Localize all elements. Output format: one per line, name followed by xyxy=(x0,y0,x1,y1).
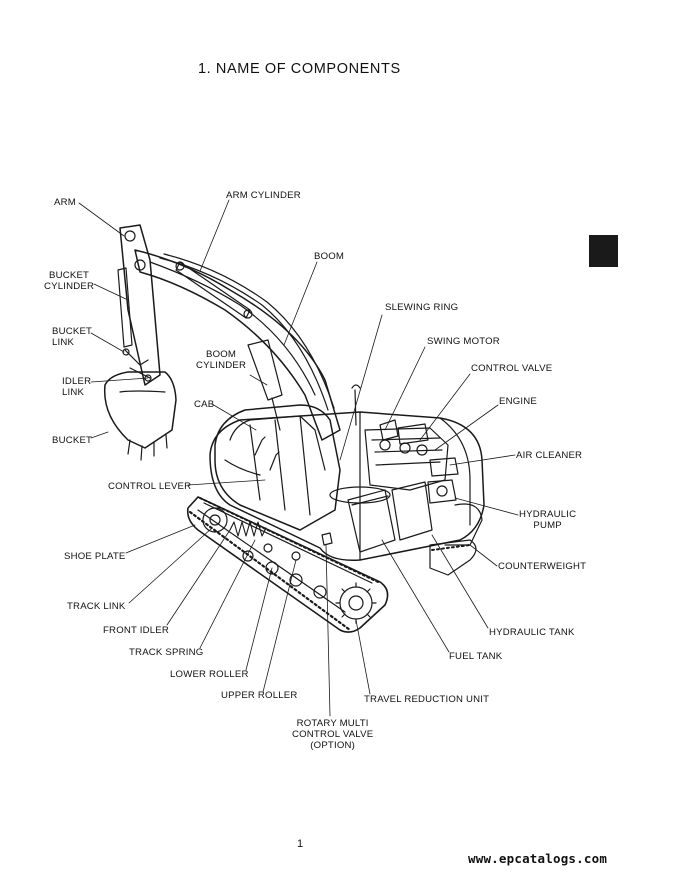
bucket-link-bar xyxy=(122,348,149,366)
boom-structure xyxy=(134,249,341,441)
boom-hydraulic-lines xyxy=(159,253,335,411)
leader-lines xyxy=(78,199,519,717)
label-boom-cylinder: BOOM CYLINDER xyxy=(196,349,246,371)
sprocket-wheel xyxy=(335,582,377,624)
label-track-link: TRACK LINK xyxy=(67,601,126,612)
label-boom-cylinder-line2: CYLINDER xyxy=(196,360,247,371)
crawler-track xyxy=(186,496,477,633)
page-number: 1 xyxy=(297,838,304,850)
label-bucket-link: BUCKET LINK xyxy=(52,326,92,348)
label-control-lever: CONTROL LEVER xyxy=(108,481,192,492)
label-air-cleaner: AIR CLEANER xyxy=(516,450,583,461)
bucket-cylinder-ram xyxy=(117,267,133,348)
label-lower-roller: LOWER ROLLER xyxy=(170,669,249,680)
bucket-shape xyxy=(103,371,177,461)
label-hydraulic-pump: HYDRAULIC PUMP xyxy=(519,509,576,531)
control-lever-assy xyxy=(254,436,280,471)
label-boom: BOOM xyxy=(314,251,345,262)
cab-frame xyxy=(214,404,341,531)
label-hydraulic-pump-line2: PUMP xyxy=(533,520,562,531)
label-arm: ARM xyxy=(54,197,76,208)
rotary-multi-valve xyxy=(321,532,333,546)
label-rotary-line3: (OPTION) xyxy=(310,740,356,751)
air-cleaner-unit xyxy=(429,457,459,477)
label-travel-reduction-unit: TRAVEL REDUCTION UNIT xyxy=(364,694,490,705)
arm-cylinder-ram xyxy=(175,261,253,319)
label-cab: CAB xyxy=(194,399,215,410)
label-control-valve: CONTROL VALVE xyxy=(471,363,553,374)
boom-cylinder-ram xyxy=(247,339,283,431)
label-front-idler: FRONT IDLER xyxy=(103,625,169,636)
arm-structure xyxy=(119,224,161,386)
label-counterweight: COUNTERWEIGHT xyxy=(498,561,587,572)
label-rotary-line2: CONTROL VALVE xyxy=(292,729,374,740)
counterweight-body xyxy=(444,503,483,546)
label-bucket-cylinder-line1: BUCKET xyxy=(49,270,90,281)
label-bucket-cylinder: BUCKET CYLINDER xyxy=(44,270,94,292)
lower-rollers xyxy=(242,550,327,599)
control-valve-block xyxy=(397,423,429,445)
label-bucket-link-line2: LINK xyxy=(52,337,75,348)
page-title: 1. NAME OF COMPONENTS xyxy=(198,61,401,77)
label-boom-cylinder-line1: BOOM xyxy=(206,349,237,360)
label-bucket-cylinder-line2: CYLINDER xyxy=(44,281,95,292)
track-spring-coil xyxy=(229,521,267,537)
label-idler-link-line2: LINK xyxy=(62,387,85,398)
label-rotary-line1: ROTARY MULTI xyxy=(296,718,369,729)
section-tab-marker xyxy=(589,235,618,267)
label-hydraulic-tank: HYDRAULIC TANK xyxy=(489,627,575,638)
label-hydraulic-pump-line1: HYDRAULIC xyxy=(519,509,577,520)
label-slewing-ring: SLEWING RING xyxy=(385,302,459,313)
hydraulic-tank-box xyxy=(391,481,433,541)
slewing-ring-disk xyxy=(329,486,391,504)
label-rotary-multi-control-valve: ROTARY MULTI CONTROL VALVE (OPTION) xyxy=(292,718,373,751)
label-upper-roller: UPPER ROLLER xyxy=(221,690,298,701)
front-idler-wheel xyxy=(202,507,228,533)
upper-body xyxy=(209,411,485,561)
label-fuel-tank: FUEL TANK xyxy=(449,651,503,662)
label-engine: ENGINE xyxy=(499,396,537,407)
label-idler-link-line1: IDLER xyxy=(62,376,92,387)
label-idler-link: IDLER LINK xyxy=(62,376,91,398)
hydraulic-pump-unit xyxy=(427,479,457,504)
label-arm-cylinder: ARM CYLINDER xyxy=(226,190,301,201)
label-track-spring: TRACK SPRING xyxy=(129,647,204,658)
label-bucket: BUCKET xyxy=(52,435,93,446)
label-swing-motor: SWING MOTOR xyxy=(427,336,500,347)
label-shoe-plate: SHOE PLATE xyxy=(64,551,126,562)
fuel-tank-box xyxy=(347,489,396,553)
swing-motor-unit xyxy=(379,419,399,441)
footer-url: www.epcatalogs.com xyxy=(468,851,608,866)
label-bucket-link-line1: BUCKET xyxy=(52,326,93,337)
